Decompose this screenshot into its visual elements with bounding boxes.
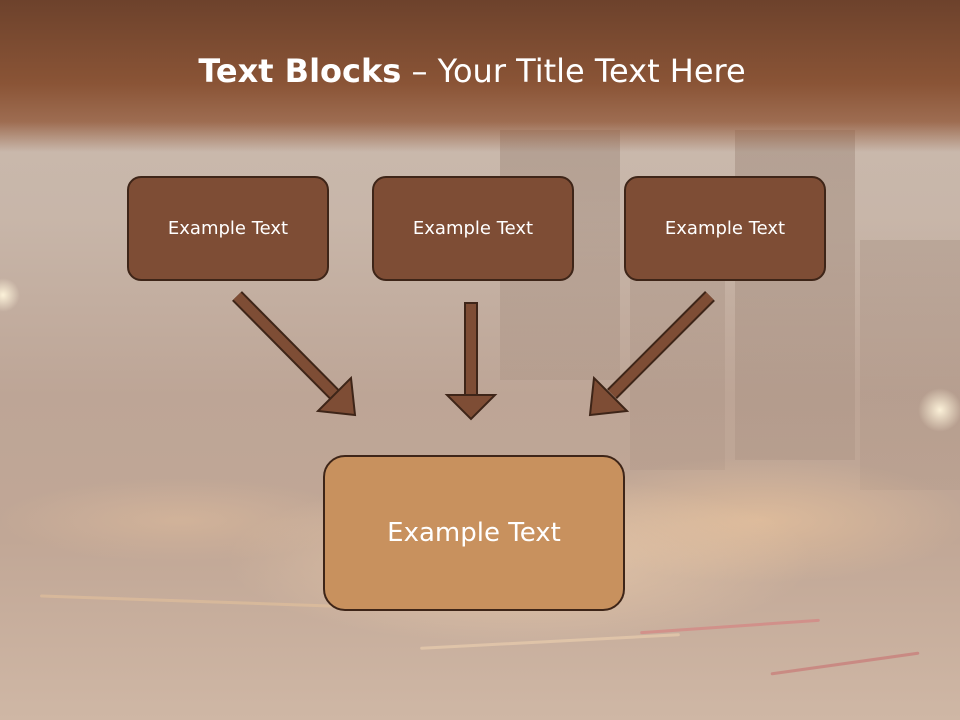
slide-title[interactable]: Text Blocks – Your Title Text Here [0, 52, 944, 90]
title-band [0, 0, 960, 152]
text-block-1[interactable]: Example Text [127, 176, 329, 281]
text-block-2[interactable]: Example Text [372, 176, 574, 281]
target-text-block[interactable]: Example Text [323, 455, 625, 611]
arrow-left [232, 291, 357, 417]
street-light-glow [0, 278, 20, 312]
title-bold-part: Text Blocks [198, 52, 402, 90]
text-block-2-label: Example Text [412, 218, 534, 239]
street-light-glow [918, 388, 960, 432]
arrow-right [588, 291, 715, 417]
background-building [860, 240, 960, 490]
text-block-1-label: Example Text [167, 218, 289, 239]
title-rest-part: – Your Title Text Here [401, 52, 746, 90]
text-block-3-label: Example Text [664, 218, 786, 239]
target-text-block-label: Example Text [387, 518, 561, 548]
text-block-3[interactable]: Example Text [624, 176, 826, 281]
arrow-center [444, 302, 498, 421]
